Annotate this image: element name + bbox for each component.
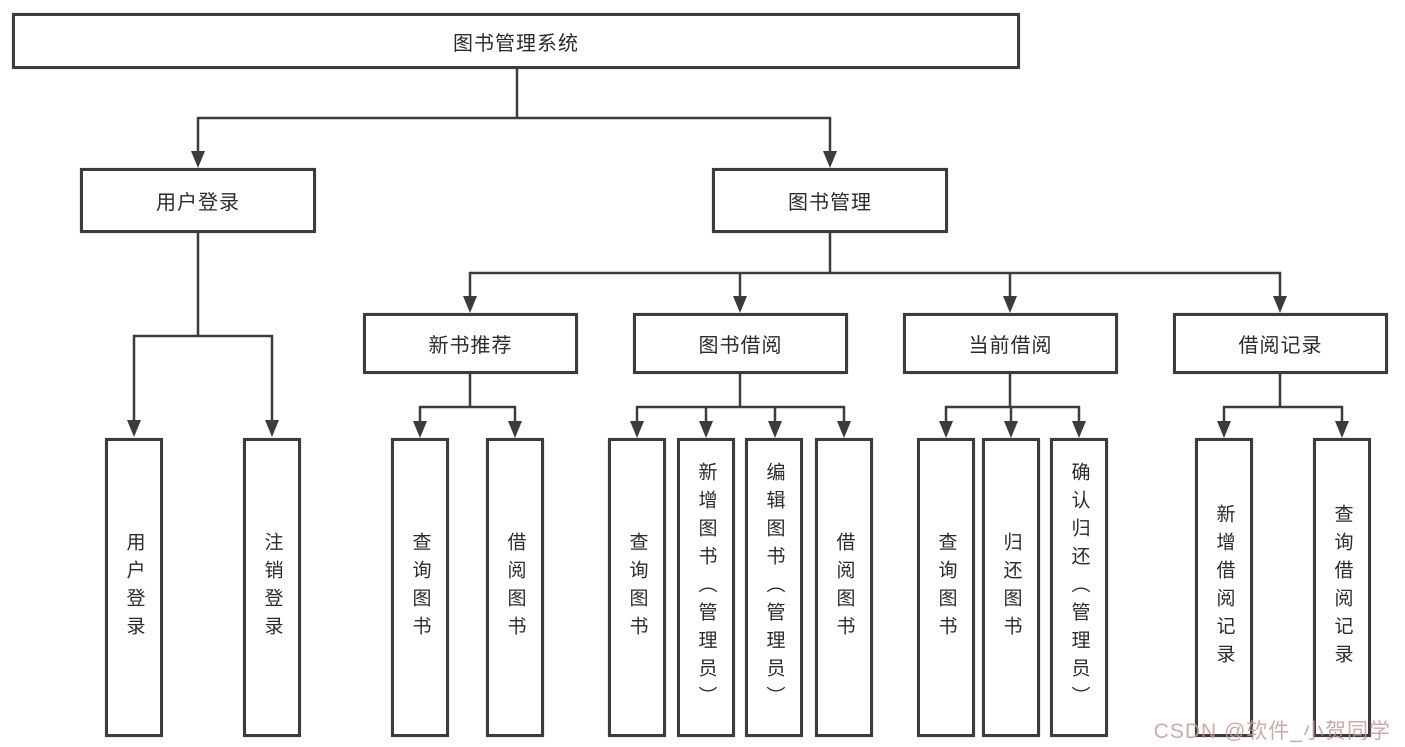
node-library-system: 图书管理系统 bbox=[12, 13, 1020, 69]
node-edit-books-admin-label: 编辑图书（管理员） bbox=[763, 461, 785, 714]
node-borrow-books-recommend-label: 借阅图书 bbox=[504, 531, 526, 644]
node-add-books-admin-label: 新增图书（管理员） bbox=[695, 461, 717, 714]
node-query-books-borrowing: 查询图书 bbox=[608, 438, 666, 737]
node-new-book-recommendation: 新书推荐 bbox=[363, 313, 578, 374]
node-book-borrowing-label: 图书借阅 bbox=[698, 335, 783, 357]
csdn-watermark: CSDN @软件_小贺同学 bbox=[1153, 720, 1391, 743]
node-query-books-recommend-label: 查询图书 bbox=[409, 531, 431, 644]
node-confirm-return-admin-label: 确认归还（管理员） bbox=[1068, 461, 1090, 714]
connector-borrowing-records bbox=[1217, 374, 1349, 438]
node-new-book-recommendation-label: 新书推荐 bbox=[428, 335, 513, 357]
node-borrowing-records-label: 借阅记录 bbox=[1238, 335, 1323, 357]
node-query-borrow-record-label: 查询借阅记录 bbox=[1331, 503, 1353, 672]
node-borrow-books-borrowing: 借阅图书 bbox=[815, 438, 873, 737]
node-return-books: 归还图书 bbox=[982, 438, 1040, 737]
node-borrowing-records: 借阅记录 bbox=[1173, 313, 1388, 374]
connector-user-login bbox=[127, 233, 279, 437]
connector-new-book-recommendation bbox=[413, 374, 522, 438]
node-query-books-borrowing-label: 查询图书 bbox=[626, 531, 648, 644]
node-book-management: 图书管理 bbox=[712, 168, 948, 233]
node-query-books-current: 查询图书 bbox=[917, 438, 975, 737]
node-user-login: 用户登录 bbox=[80, 168, 316, 233]
node-user-login-leaf-label: 用户登录 bbox=[123, 531, 145, 644]
node-logout-label: 注销登录 bbox=[261, 531, 283, 644]
node-add-borrow-record: 新增借阅记录 bbox=[1195, 438, 1253, 737]
connector-book-borrowing bbox=[630, 374, 851, 438]
connector-book-management bbox=[463, 233, 1287, 313]
node-edit-books-admin: 编辑图书（管理员） bbox=[745, 438, 803, 737]
node-borrow-books-borrowing-label: 借阅图书 bbox=[833, 531, 855, 644]
node-query-books-current-label: 查询图书 bbox=[935, 531, 957, 644]
connector-root bbox=[191, 69, 837, 168]
node-query-borrow-record: 查询借阅记录 bbox=[1313, 438, 1371, 737]
node-return-books-label: 归还图书 bbox=[1000, 531, 1022, 644]
node-current-borrowing: 当前借阅 bbox=[903, 313, 1118, 374]
node-current-borrowing-label: 当前借阅 bbox=[968, 335, 1053, 357]
connector-current-borrowing bbox=[939, 374, 1086, 438]
node-borrow-books-recommend: 借阅图书 bbox=[486, 438, 544, 737]
node-book-borrowing: 图书借阅 bbox=[633, 313, 848, 374]
node-confirm-return-admin: 确认归还（管理员） bbox=[1050, 438, 1108, 737]
node-add-borrow-record-label: 新增借阅记录 bbox=[1213, 503, 1235, 672]
node-library-system-label: 图书管理系统 bbox=[453, 32, 579, 55]
node-book-management-label: 图书管理 bbox=[788, 192, 872, 214]
node-query-books-recommend: 查询图书 bbox=[391, 438, 449, 737]
node-add-books-admin: 新增图书（管理员） bbox=[677, 438, 735, 737]
node-user-login-leaf: 用户登录 bbox=[105, 438, 163, 737]
node-user-login-label: 用户登录 bbox=[156, 192, 240, 214]
node-logout: 注销登录 bbox=[243, 438, 301, 737]
